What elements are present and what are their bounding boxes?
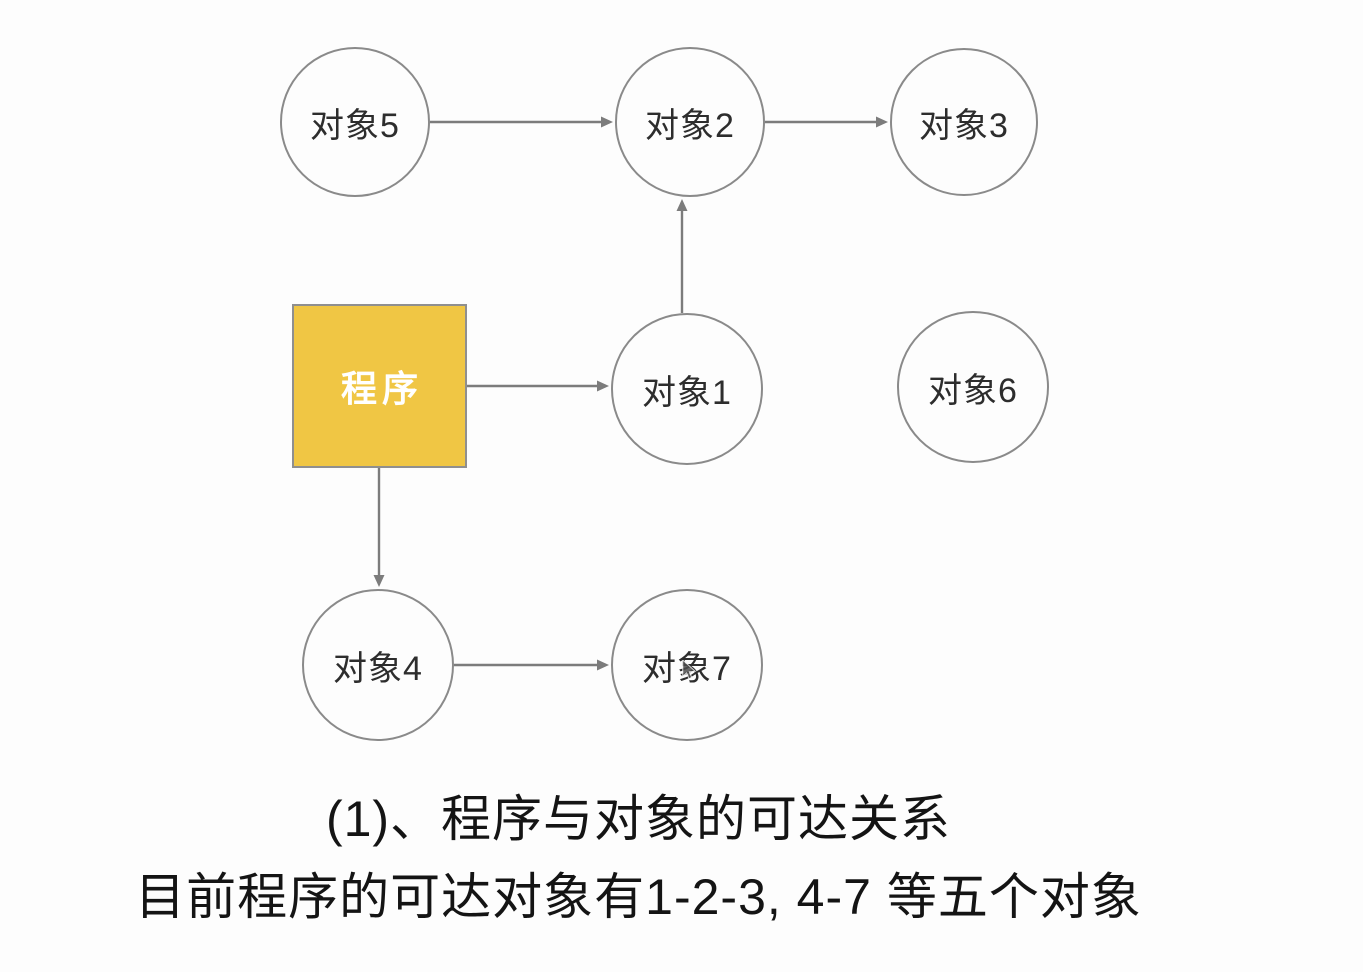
caption-line2: 目前程序的可达对象有1-2-3, 4-7 等五个对象 xyxy=(135,869,1142,925)
node-object3: 对象3 xyxy=(890,48,1038,196)
caption-line1: (1)、程序与对象的可达关系 xyxy=(325,791,952,847)
node-object1-label: 对象1 xyxy=(642,373,732,412)
caption: (1)、程序与对象的可达关系 目前程序的可达对象有1-2-3, 4-7 等五个对… xyxy=(0,780,1277,936)
node-object2: 对象2 xyxy=(615,47,765,197)
node-object6-label: 对象6 xyxy=(928,371,1018,410)
node-object4-label: 对象4 xyxy=(333,649,423,688)
node-object7: 对象7 xyxy=(611,589,763,741)
node-program: 程序 xyxy=(292,304,467,468)
node-object5: 对象5 xyxy=(280,47,430,197)
node-object1: 对象1 xyxy=(611,313,763,465)
node-object5-label: 对象5 xyxy=(310,106,400,145)
node-program-label: 程序 xyxy=(340,368,423,409)
node-object2-label: 对象2 xyxy=(645,106,735,145)
node-object6: 对象6 xyxy=(897,311,1049,463)
node-object3-label: 对象3 xyxy=(919,106,1009,145)
node-object7-label: 对象7 xyxy=(642,649,732,688)
node-object4: 对象4 xyxy=(302,589,454,741)
